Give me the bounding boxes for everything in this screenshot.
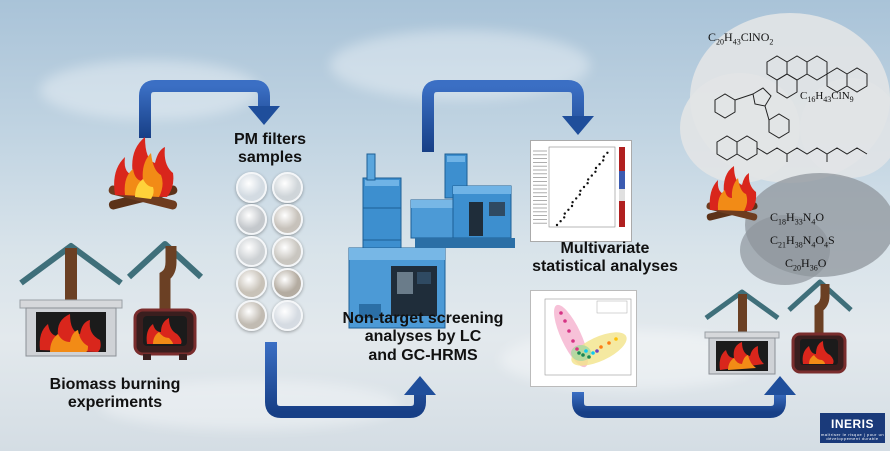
filter-sample-dish [272, 204, 303, 235]
arrow-to-results [572, 376, 796, 418]
wood-stove-icon-right [787, 279, 853, 374]
formula-3: C18H33N4O [770, 210, 825, 227]
formula-1: C20H43ClNO2 [708, 30, 774, 47]
filter-sample-dish [236, 204, 267, 235]
biomass-burning-label: Biomass burning experiments [49, 376, 181, 412]
arrow-to-filters [139, 80, 280, 138]
smoke-cloud-lower [740, 173, 890, 285]
filter-sample-dish [236, 268, 267, 299]
arrow-to-instruments [265, 342, 436, 418]
lc-instrument-icon [348, 153, 446, 329]
gc-instrument-icon [410, 153, 515, 248]
formula-2: C16H43ClN9 [800, 90, 854, 105]
campfire-icon-right [706, 166, 758, 221]
multivariate-label: Multivariate statistical analyses [532, 240, 678, 276]
ineris-logo: INERIS maîtriser le risque | pour un dév… [820, 413, 885, 443]
formula-5: C20H36O [785, 256, 827, 273]
filter-sample-dish [236, 300, 267, 331]
filter-sample-dish [272, 268, 303, 299]
filter-sample-dish [272, 236, 303, 267]
filter-sample-dish [236, 236, 267, 267]
nontarget-screening-label: Non-target screening analyses by LC and … [342, 310, 504, 364]
filter-sample-dish [236, 172, 267, 203]
heatmap-plot-icon [530, 140, 632, 242]
logo-tagline: maîtriser le risque | pour un développem… [820, 432, 885, 441]
campfire-icon [108, 137, 178, 210]
pm-filters-label: PM filters samples [233, 131, 306, 167]
fireplace-icon [19, 243, 123, 357]
formula-4: C21H38N4O4S [770, 233, 835, 250]
molecule-structure-icon [714, 55, 868, 162]
filter-sample-dish [272, 300, 303, 331]
vip-scores-plot [533, 146, 625, 228]
scatter-plot-icon [530, 290, 637, 387]
wood-stove-icon [126, 241, 204, 360]
logo-name: INERIS [830, 417, 874, 431]
background-cloud [100, 380, 400, 430]
fireplace-icon-right [704, 289, 780, 375]
filter-sample-dish [272, 172, 303, 203]
score-scatter-plot [544, 298, 632, 376]
arrow-to-statistics [422, 80, 594, 152]
